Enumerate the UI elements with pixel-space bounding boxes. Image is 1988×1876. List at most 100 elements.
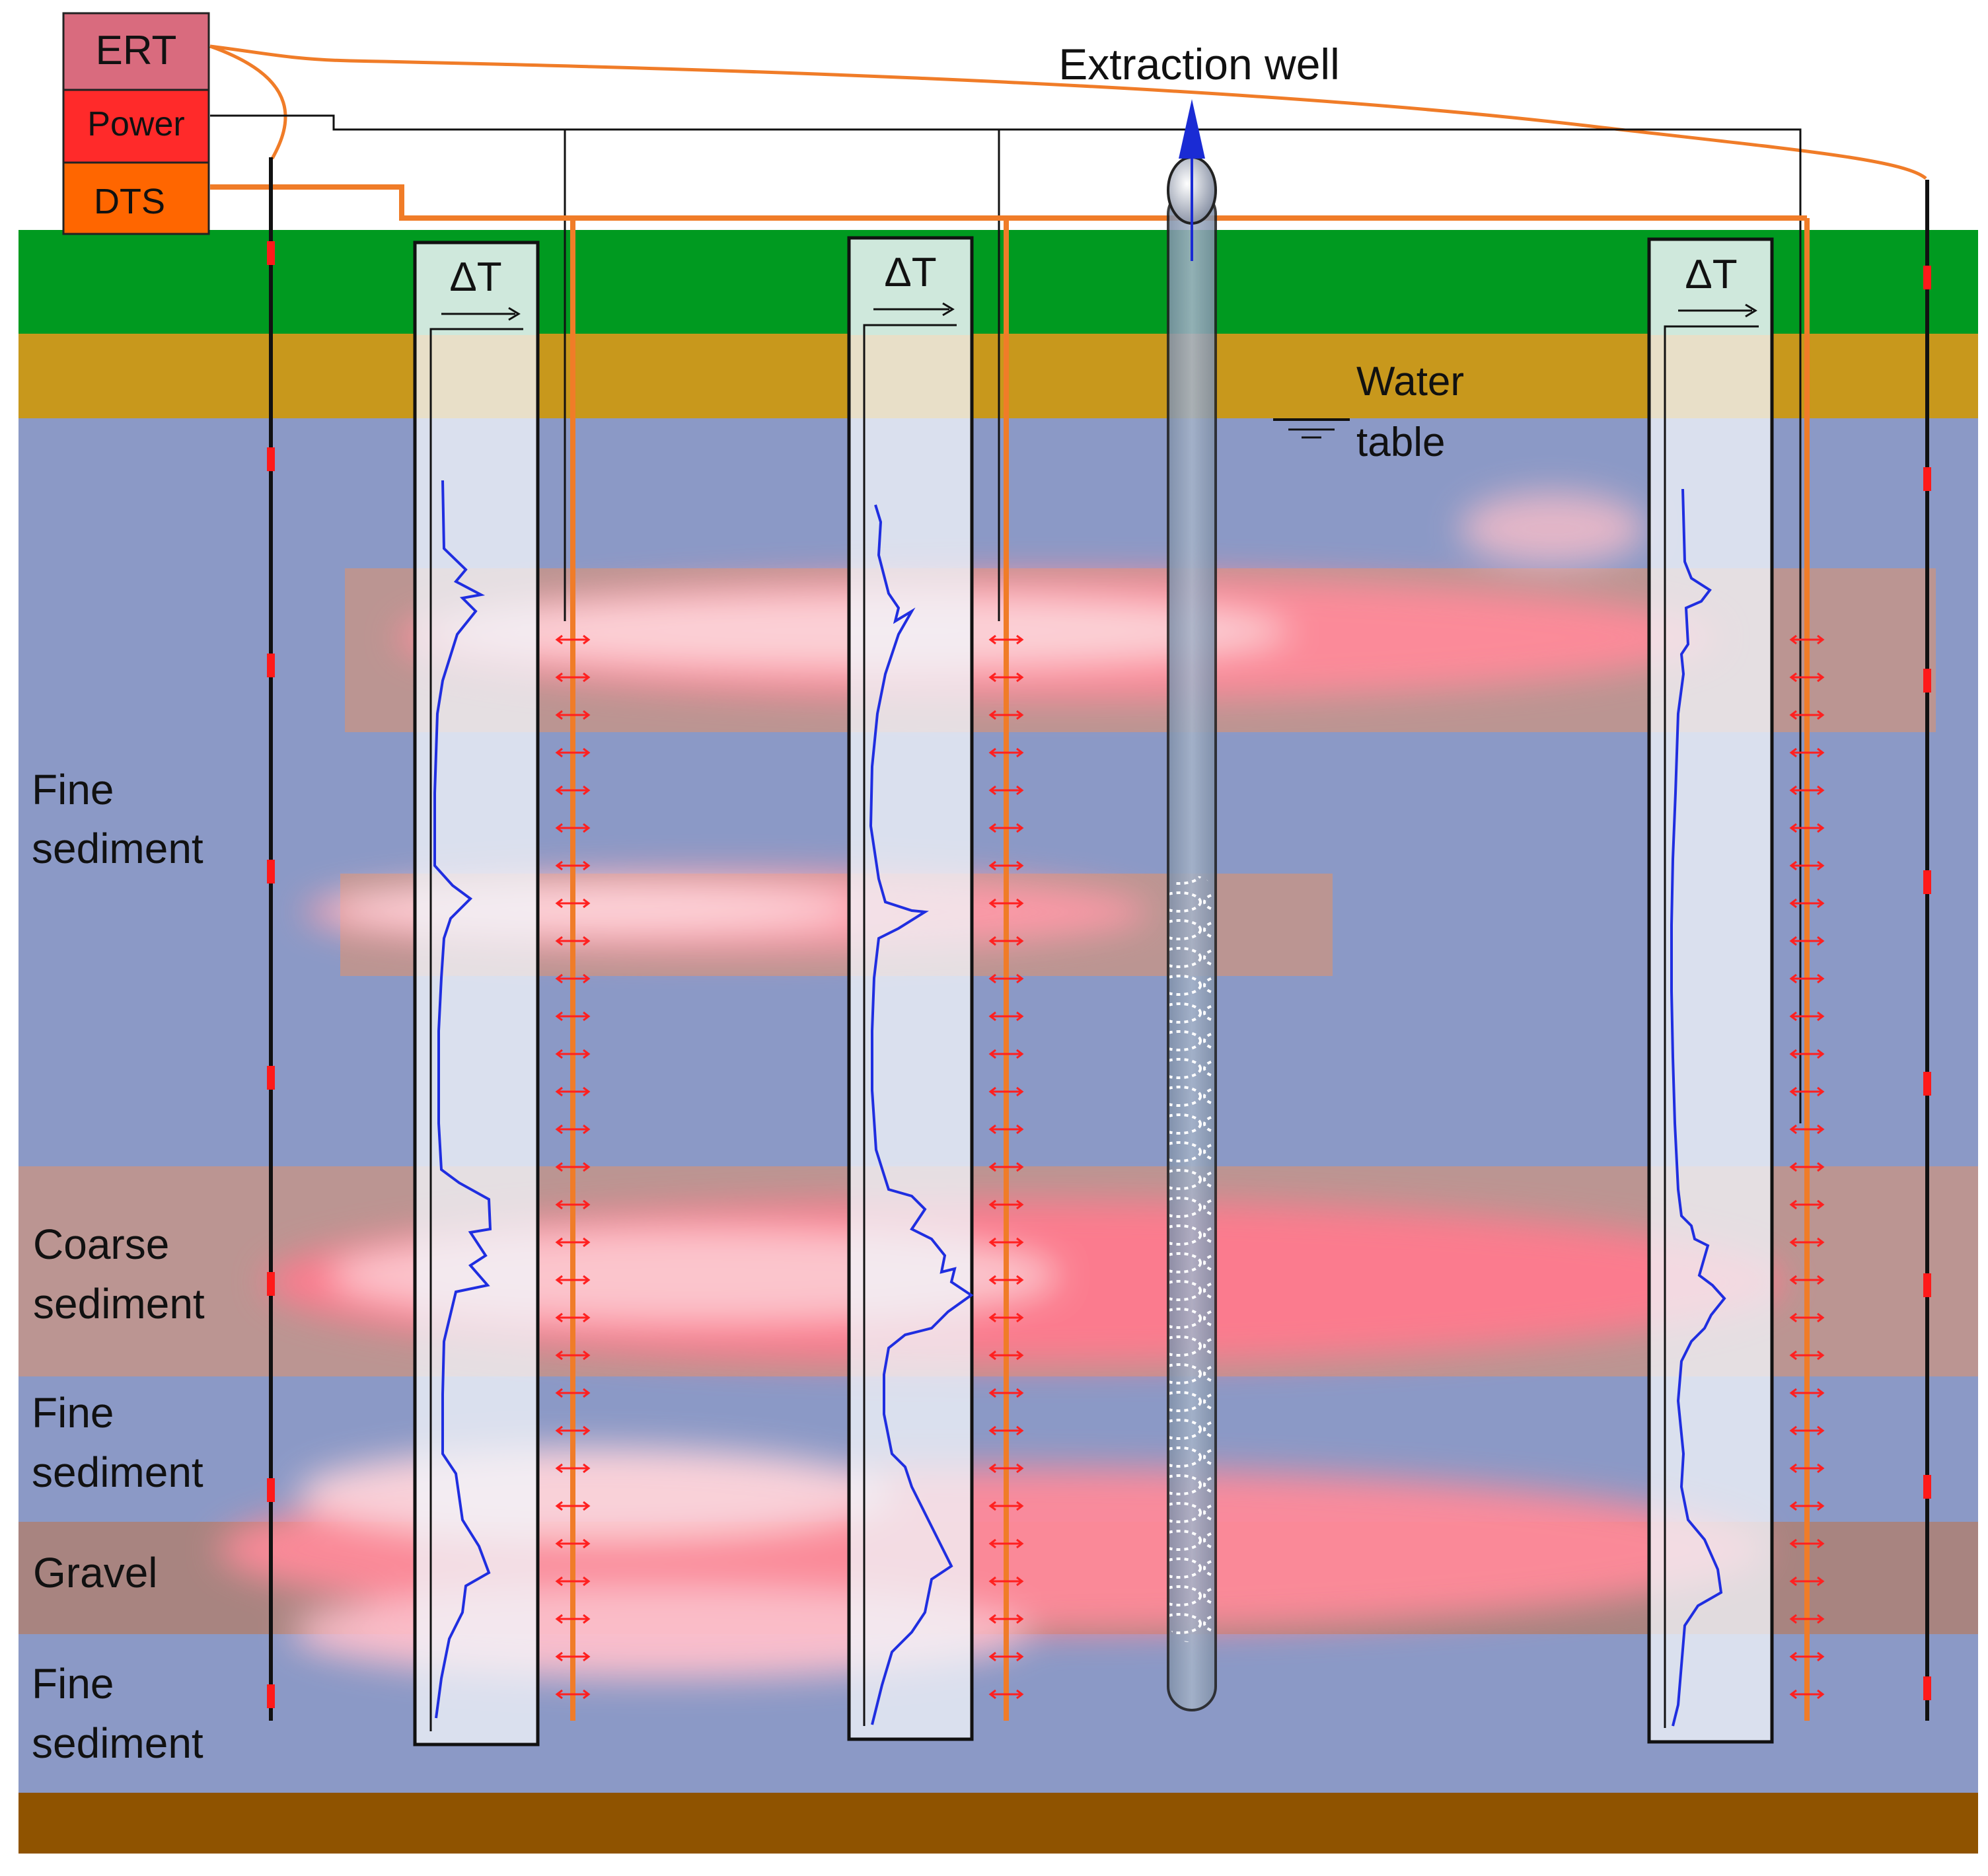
dts-sensor-arrowheads: [988, 1275, 1024, 1285]
electrode: [267, 654, 275, 677]
fine-sediment-label-3b: sediment: [32, 1719, 203, 1767]
temperature-profile-3: [1670, 488, 1726, 1727]
dts-sensor-arrowheads: [988, 710, 1024, 720]
fine-sediment-label-2b: sediment: [32, 1448, 203, 1496]
dts-sensor-arrowheads: [555, 1199, 591, 1210]
dts-sensor-arrowheads: [1789, 1538, 1825, 1549]
dts-sensor-arrowheads: [555, 1011, 591, 1022]
dts-sensor-arrowheads: [555, 823, 591, 833]
dts-sensor-arrowheads: [988, 1237, 1024, 1248]
electrode: [267, 1478, 275, 1502]
control-boxes: ERT Power DTS: [62, 12, 210, 235]
dts-sensor-arrowheads: [555, 973, 591, 984]
dts-sensor-arrowheads: [988, 1463, 1024, 1474]
electrode: [267, 447, 275, 471]
dts-sensor-arrowheads: [1789, 1237, 1825, 1248]
dts-sensor-arrowheads: [555, 1049, 591, 1059]
electrode: [1923, 870, 1931, 894]
dts-sensor-arrowheads: [988, 1124, 1024, 1135]
layer-labels: Fine sediment Coarse sediment Fine sedim…: [32, 766, 205, 1767]
electrodes-right: [1923, 266, 1931, 1700]
dts-sensor-arrowheads: [988, 747, 1024, 758]
electrode: [1923, 669, 1931, 693]
electrodes-left: [267, 241, 275, 1708]
dts-box-label: DTS: [94, 182, 165, 221]
water-table: Water table: [1273, 359, 1464, 465]
borehole-3-arrow-head: [1745, 303, 1757, 318]
ert-box: [62, 12, 210, 91]
arrow-up-icon: [1179, 99, 1205, 159]
borehole-1-body: [415, 335, 538, 1745]
dts-sensor-arrowheads: [555, 1312, 591, 1323]
dts-sensor-arrowheads: [1789, 1463, 1825, 1474]
borehole-1-axis: [429, 328, 523, 1731]
plume-middle-core: [330, 885, 859, 932]
gravel-label: Gravel: [33, 1549, 158, 1596]
fine-sediment-label-3a: Fine: [32, 1660, 114, 1707]
electrode: [1923, 1475, 1931, 1499]
extraction-well: Extraction well: [1058, 40, 1340, 1711]
dts-sensor-arrowheads: [988, 1086, 1024, 1097]
dts-sensor-arrowheads: [1789, 1086, 1825, 1097]
dts-sensor-arrowheads: [988, 973, 1024, 984]
plume-upper-right: [1460, 492, 1645, 565]
borehole-2: ΔT: [847, 236, 974, 1741]
dts-sensor-arrowheads: [1789, 898, 1825, 909]
dts-sensor-arrowheads: [1789, 823, 1825, 833]
dts-sensor-arrowheads: [555, 1388, 591, 1398]
dts-sensor-arrowheads: [988, 1425, 1024, 1436]
borehole-1-upper: [415, 243, 538, 335]
dts-sensor-arrowheads: [1789, 1501, 1825, 1511]
dts-sensor-arrowheads: [988, 1689, 1024, 1700]
borehole-3-frame: [1647, 237, 1774, 1744]
dts-sensor-arrowheads: [988, 1576, 1024, 1587]
dts-sensor-arrowheads: [988, 860, 1024, 871]
dts-sensor-arrowheads: [988, 1651, 1024, 1662]
borehole-1-delta-t: ΔT: [449, 254, 501, 300]
dts-box: [62, 161, 210, 235]
fine-sediment-label-2a: Fine: [32, 1389, 114, 1437]
dts-sensor-arrowheads: [555, 898, 591, 909]
dts-sensor-arrowheads: [555, 710, 591, 720]
temperature-profiles: [433, 480, 1726, 1727]
electrode: [267, 1066, 275, 1090]
borehole-3-axis: [1664, 325, 1759, 1728]
electrode: [267, 860, 275, 883]
dts-sensor-arrowheads: [555, 1463, 591, 1474]
dts-sensor-arrowheads: [988, 823, 1024, 833]
water-table-label-line2: table: [1356, 420, 1445, 465]
dts-sensor-arrowheads: [1789, 1425, 1825, 1436]
dts-sensor-arrowheads: [555, 634, 591, 645]
dts-sensor-arrowheads: [1789, 785, 1825, 796]
dts-sensor-arrowheads: [1789, 1350, 1825, 1361]
ert-box-label: ERT: [96, 28, 177, 73]
dts-sensor-arrowheads: [555, 1651, 591, 1662]
power-box-label: Power: [87, 105, 184, 143]
power-cable: [210, 114, 1802, 1123]
ert-electrode-lines: [267, 157, 1931, 1721]
electrode: [267, 241, 275, 265]
dts-sensor-arrowheads: [988, 1312, 1024, 1323]
dts-sensor-arrowheads: [1789, 1011, 1825, 1022]
borehole-2-delta-t: ΔT: [884, 250, 936, 295]
dts-sensor-arrowheads: [555, 747, 591, 758]
plume-lower-core: [297, 1447, 892, 1540]
borehole-3-delta-t: ΔT: [1685, 252, 1737, 297]
coarse-sediment-label-b: sediment: [33, 1280, 205, 1328]
dts-sensor-arrowheads: [555, 1425, 591, 1436]
dts-sensor-arrowheads: [988, 1350, 1024, 1361]
power-box: [62, 89, 210, 164]
dts-sensor-arrowheads: [988, 672, 1024, 683]
dts-sensor-arrowheads: [988, 1162, 1024, 1172]
dts-sensor-arrowheads: [555, 1689, 591, 1700]
dts-sensor-arrowheads: [1789, 1388, 1825, 1398]
electrode: [1923, 467, 1931, 491]
water-table-label-line1: Water: [1356, 359, 1464, 404]
dts-sensor-arrowheads: [988, 898, 1024, 909]
electrode: [267, 1684, 275, 1708]
dts-sensor-arrowheads: [555, 1086, 591, 1097]
monitoring-boreholes: ΔT ΔT ΔT: [413, 236, 1774, 1746]
dts-sensor-arrowheads: [988, 1614, 1024, 1624]
